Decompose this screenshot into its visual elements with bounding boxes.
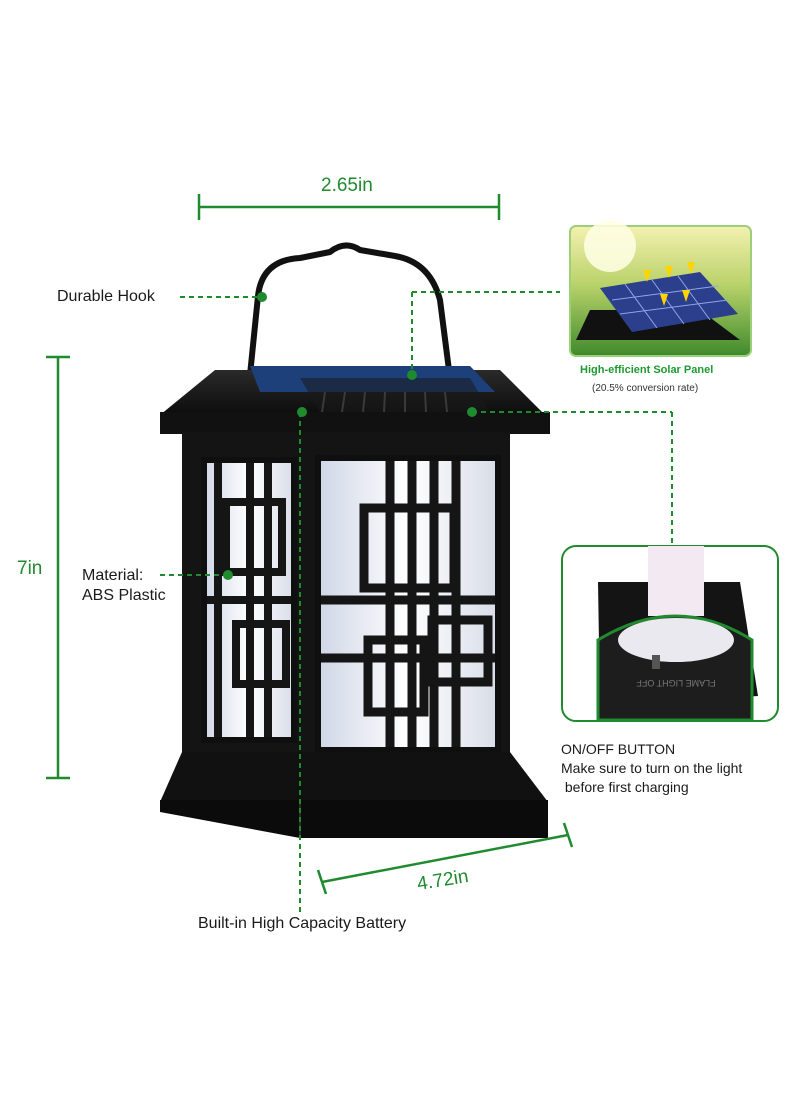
solar-panel-inset — [569, 220, 752, 357]
solar-panel-subtitle: (20.5% conversion rate) — [592, 383, 699, 394]
hook — [247, 242, 453, 379]
top-width-label: 2.65in — [321, 175, 373, 196]
material-callout-line2: ABS Plastic — [82, 587, 166, 604]
switch-note-title: ON/OFF BUTTON — [561, 741, 676, 757]
switch-note-line3: before first charging — [561, 779, 689, 795]
lantern-base — [160, 752, 548, 802]
switch-embossed-text: FLAME LIGHT OFF — [636, 678, 716, 688]
switch-inset: FLAME LIGHT OFF — [561, 545, 779, 722]
switch-note-line2: Make sure to turn on the light — [561, 760, 743, 776]
battery-callout: Built-in High Capacity Battery — [198, 915, 407, 932]
dimension-lines — [46, 194, 574, 895]
material-callout-line1: Material: — [82, 567, 144, 584]
height-label: 7in — [17, 558, 43, 579]
leader-lines — [160, 291, 673, 915]
solar-panel-title: High-efficient Solar Panel — [580, 364, 714, 376]
hook-callout: Durable Hook — [57, 288, 155, 305]
